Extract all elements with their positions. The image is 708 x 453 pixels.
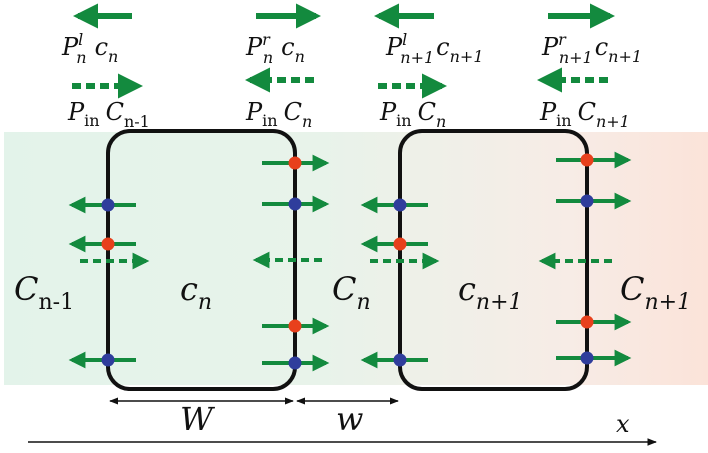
red-dot: [393, 237, 407, 251]
red-dot: [580, 315, 594, 329]
blue-dot: [580, 351, 594, 365]
region-label-Cn1: Cn+1: [620, 270, 691, 315]
background-band: [4, 132, 708, 385]
region-label-Cn: Cn: [332, 270, 371, 315]
red-dot: [101, 237, 115, 251]
blue-dot: [101, 353, 115, 367]
blue-dot: [393, 353, 407, 367]
region-label-Cn-1: Cn-1: [14, 270, 74, 315]
region-label-cn1: cn+1: [458, 270, 523, 315]
membrane-dots: [101, 153, 594, 370]
red-dot: [288, 319, 302, 333]
blue-dot: [580, 194, 594, 208]
label-W: W: [180, 400, 216, 438]
red-dot: [580, 153, 594, 167]
blue-dot: [288, 356, 302, 370]
blue-dot: [288, 197, 302, 211]
blue-dot: [101, 198, 115, 212]
label-w: w: [336, 400, 363, 438]
blue-dot: [393, 198, 407, 212]
region-label-cn: cn: [180, 270, 212, 315]
x-axis-label: x: [616, 410, 630, 438]
red-dot: [288, 156, 302, 170]
